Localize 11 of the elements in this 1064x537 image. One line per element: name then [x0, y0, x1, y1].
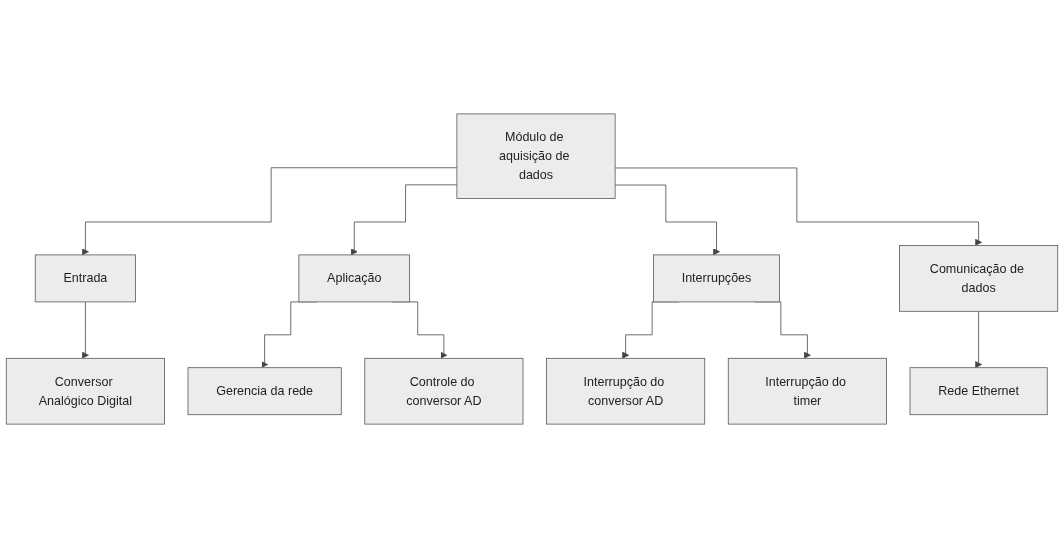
node-box: Controle do conversor AD	[364, 357, 524, 424]
node-box: Interrupções	[653, 254, 780, 302]
node-box: Conversor Analógico Digital	[5, 357, 165, 424]
node-box: Interrupção do timer	[727, 357, 887, 424]
node-box: Comunicação de dados	[899, 244, 1059, 312]
node-box: Entrada	[34, 254, 136, 302]
node-box: Módulo de aquisição de dados	[456, 113, 616, 199]
node-box: Rede Ethernet	[909, 366, 1048, 415]
node-box: Interrupção do conversor AD	[546, 357, 706, 424]
node-box: Gerencia da rede	[187, 366, 342, 415]
node-box: Aplicação	[298, 254, 411, 302]
